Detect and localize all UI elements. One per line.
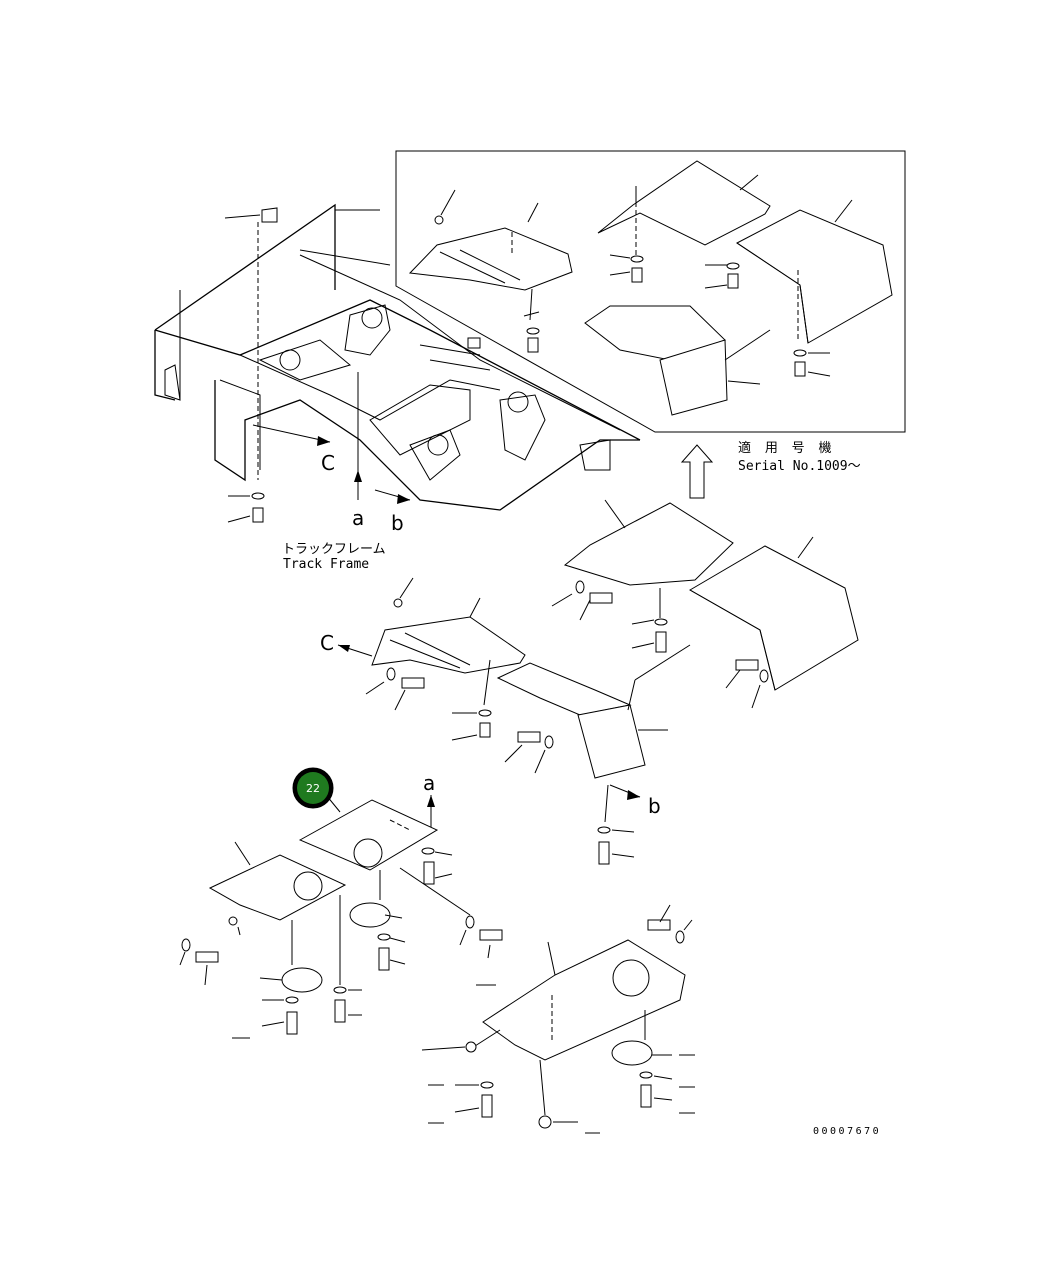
callout-number: 22	[306, 782, 320, 795]
serial-note-en: Serial No.1009～	[738, 459, 861, 474]
track-frame-label-en: Track Frame	[283, 557, 369, 572]
callout-22[interactable]: 22	[292, 767, 334, 809]
view-letter-c-upper: C	[321, 451, 335, 475]
view-letter-b-middle: b	[648, 794, 661, 818]
view-letter-c-middle: C	[320, 631, 334, 655]
up-arrow-icon	[680, 444, 714, 499]
serial-note-jp: 適 用 号 機	[738, 440, 834, 456]
lower-left-covers	[179, 789, 503, 1039]
view-letter-a-lower: a	[423, 771, 435, 795]
track-frame-label-jp: トラックフレーム	[282, 542, 386, 557]
drawing-number: 00007670	[813, 1126, 881, 1137]
view-letter-b-upper: b	[391, 511, 404, 535]
view-letter-a-upper: a	[352, 506, 364, 530]
middle-covers	[337, 499, 859, 865]
serial-inset	[395, 150, 906, 433]
lower-right-cover	[421, 904, 695, 1134]
track-frame	[154, 203, 641, 523]
